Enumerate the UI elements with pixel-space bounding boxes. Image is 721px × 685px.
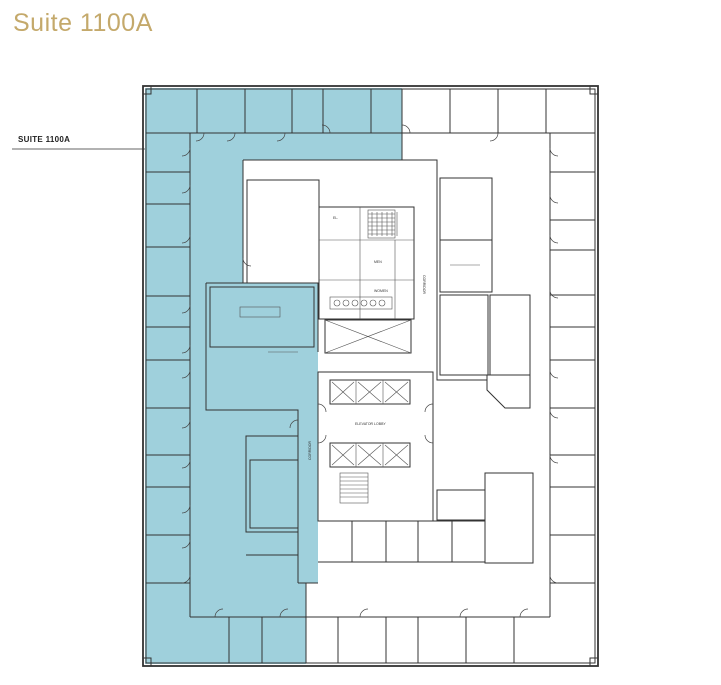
suite-1100a-area-3 — [206, 352, 298, 410]
elec-label: EL. — [333, 216, 338, 220]
right-inner-rooms — [436, 177, 534, 564]
restroom-core: MEN WOMEN EL. — [318, 206, 415, 320]
building-outline — [142, 85, 599, 667]
bottom-inner-rooms — [318, 520, 485, 563]
elevator-lobby-label: ELEVATOR LOBBY — [355, 422, 386, 426]
corridor-label-a: CORRIDOR — [422, 275, 426, 295]
page-title: Suite 1100A — [13, 9, 153, 37]
inner-room-a — [246, 179, 320, 284]
elevator-bank-upper — [329, 379, 411, 405]
left-offices — [146, 133, 191, 617]
suite-1100a-area-2 — [206, 283, 318, 352]
top-offices — [146, 89, 595, 160]
men-label: MEN — [374, 260, 382, 264]
suite-interior-rooms — [209, 286, 315, 556]
bottom-offices — [190, 583, 550, 663]
women-label: WOMEN — [374, 289, 388, 293]
right-offices — [549, 133, 595, 617]
stair-lower — [339, 472, 369, 504]
shaft — [324, 319, 412, 354]
elevator-bank-lower — [329, 442, 411, 468]
stair-upper — [367, 209, 396, 239]
door-swings — [181, 124, 559, 618]
suite-label: SUITE 1100A — [18, 135, 71, 144]
corridor-label-b: CORRIDOR — [308, 440, 312, 460]
